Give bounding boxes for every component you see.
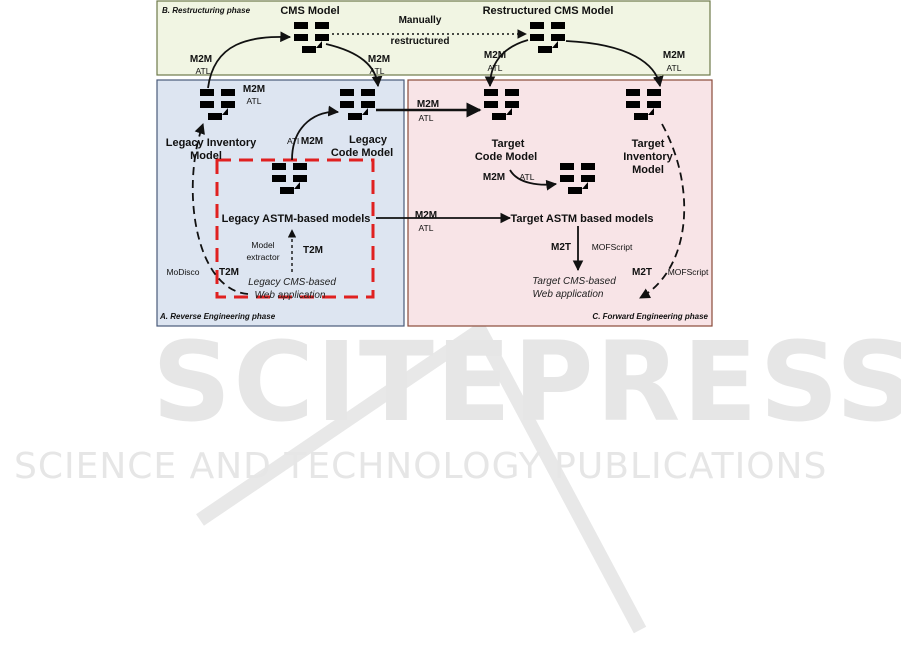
reverse-phase-label: A. Reverse Engineering phase xyxy=(159,312,276,321)
inventory-to-cms-arrow xyxy=(207,31,292,89)
legacy-web-to-inventory-arrow xyxy=(191,122,249,295)
forward-panel xyxy=(407,79,713,327)
atl-label-astm-code: ATl xyxy=(287,136,299,146)
legacy-code-title-2: Code Model xyxy=(331,147,393,159)
watermark: SCITEPRESS SCIENCE AND TECHNOLOGY PUBLIC… xyxy=(14,318,901,634)
legacy-astm-title: Legacy ASTM-based models xyxy=(222,213,371,225)
legacy-code-title-1: Legacy xyxy=(349,134,388,146)
model-extractor-label-1: Model xyxy=(251,240,274,250)
m2m-label-code-code: M2M xyxy=(417,99,439,110)
m2m-label-restructured-code: M2M xyxy=(484,50,506,61)
m2m-label-inventory: M2M xyxy=(243,84,265,95)
atl-label-cms-code: ATL xyxy=(370,66,385,76)
target-inventory-title-2: Inventory xyxy=(623,151,673,163)
atl-label-inventory: ATL xyxy=(247,96,262,106)
target-code-to-target-astm-arrow xyxy=(509,169,558,191)
manually-label-2: restructured xyxy=(391,36,450,47)
forward-phase-label: C. Forward Engineering phase xyxy=(592,312,708,321)
m2m-label-code-astm: M2M xyxy=(483,172,505,183)
target-code-title-2: Code Model xyxy=(475,151,537,163)
modisco-label: MoDisco xyxy=(166,267,199,277)
t2m-label-extractor: T2M xyxy=(303,245,323,256)
m2m-label-inventory-cms: M2M xyxy=(190,54,212,65)
cms-to-legacy-code-arrow xyxy=(325,43,383,88)
mofscript-label-astm-web: MOFScript xyxy=(592,242,633,252)
legacy-inventory-title-2: Model xyxy=(190,150,222,162)
target-web-app-1: Target CMS-based xyxy=(532,276,616,287)
atl-label-code-astm: ATL xyxy=(520,172,535,182)
legacy-inventory-title-1: Legacy Inventory xyxy=(166,137,257,149)
watermark-sub: SCIENCE AND TECHNOLOGY PUBLICATIONS xyxy=(14,446,827,487)
model-extractor-box xyxy=(215,158,375,299)
target-code-title-1: Target xyxy=(492,138,525,150)
reverse-panel xyxy=(156,79,405,327)
t2m-label-modisco: T2M xyxy=(219,267,239,278)
restructured-to-target-code-arrow xyxy=(484,39,529,88)
legacy-web-app-1: Legacy CMS-based xyxy=(248,277,336,288)
target-inventory-to-web-arrow xyxy=(639,123,686,299)
m2t-label-inventory-web: M2T xyxy=(632,267,652,278)
restructured-to-target-inventory-arrow xyxy=(565,40,664,88)
m2t-label-astm-web: M2T xyxy=(551,242,571,253)
target-inventory-title-3: Model xyxy=(632,164,664,176)
mofscript-label-inventory-web: MOFScript xyxy=(668,267,709,277)
atl-label-restructured-inventory: ATL xyxy=(667,63,682,73)
astm-to-legacy-code-arrow xyxy=(291,105,340,161)
restructuring-phase-label: B. Restructuring phase xyxy=(162,6,251,15)
target-astm-title: Target ASTM based models xyxy=(510,213,653,225)
watermark-main: SCITEPRESS xyxy=(152,318,901,446)
legacy-web-app-2: Web application xyxy=(255,290,326,301)
cms-model-title: CMS Model xyxy=(280,5,339,17)
manually-label-1: Manually xyxy=(399,15,442,26)
m2m-label-cms-code: M2M xyxy=(368,54,390,65)
m2m-label-astm-code: M2M xyxy=(301,136,323,147)
restructuring-panel xyxy=(156,0,711,76)
target-inventory-title-1: Target xyxy=(632,138,665,150)
m2m-label-restructured-inventory: M2M xyxy=(663,50,685,61)
atl-label-restructured-code: ATL xyxy=(488,63,503,73)
model-extractor-label-2: extractor xyxy=(246,252,279,262)
atl-label-code-code: ATL xyxy=(419,113,434,123)
atl-label-inventory-cms: ATL xyxy=(196,66,211,76)
atl-label-astm-astm: ATL xyxy=(419,223,434,233)
restructured-model-title: Restructured CMS Model xyxy=(483,5,614,17)
m2m-label-astm-astm: M2M xyxy=(415,210,437,221)
target-web-app-2: Web application xyxy=(533,289,604,300)
